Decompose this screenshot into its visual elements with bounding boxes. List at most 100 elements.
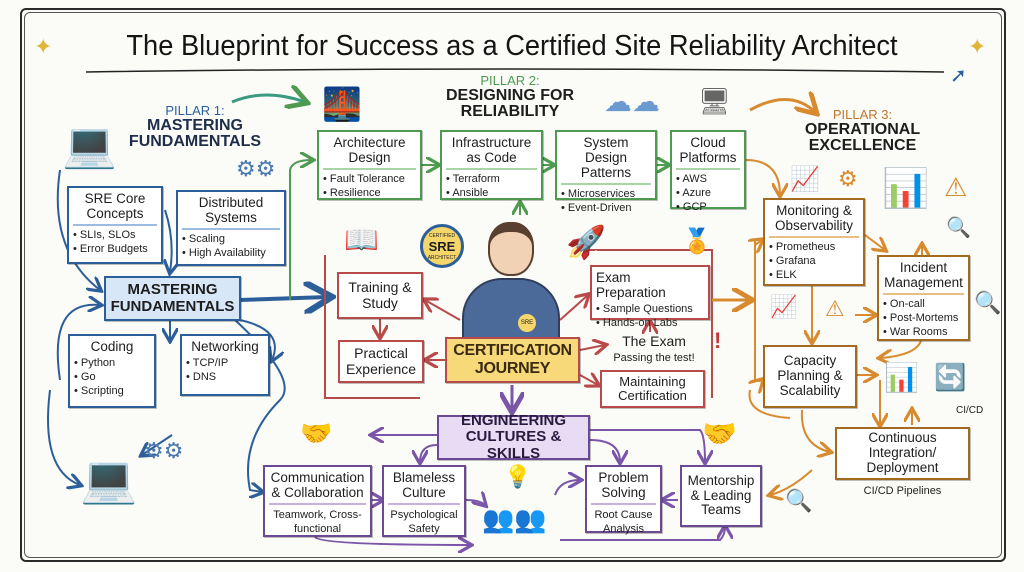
box-title: Monitoring & Observability xyxy=(769,203,859,239)
list-item: Prometheus xyxy=(769,241,859,255)
award-ribbon-icon: 🏅 xyxy=(682,228,712,255)
alert-warning-icon: ⚠ xyxy=(825,296,845,321)
cloud-platforms-box: Cloud Platforms AWSAzureGCP xyxy=(670,130,746,213)
box-title: Cloud Platforms xyxy=(676,135,740,171)
coding-box: Coding PythonGoScripting xyxy=(68,334,156,408)
page-frame xyxy=(20,8,1006,562)
gears-icon: ⚙⚙ xyxy=(236,156,276,181)
pillar1-name: MASTERING FUNDAMENTALS xyxy=(128,116,262,151)
magnifier-icon: 🔍 xyxy=(946,217,971,239)
exam-sub: Passing the test! xyxy=(613,351,695,364)
continuous-integration-box: Continuous Integration/ Deployment xyxy=(835,427,970,480)
box-title: Communication & Collaboration xyxy=(269,470,366,506)
badge-top-text: CERTIFIED xyxy=(428,233,456,239)
incident-management-box: Incident Management On-callPost-MortemsW… xyxy=(877,255,970,341)
list-item: GCP xyxy=(676,201,740,215)
trend-chart-icon: 📈 xyxy=(790,166,820,193)
list-item: Scaling xyxy=(182,233,280,247)
cicd-icon-label: CI/CD xyxy=(956,405,984,416)
engineering-cultures-hub: ENGINEERING CULTURES & SKILLS xyxy=(437,412,590,462)
laptop-icon: 💻 xyxy=(80,453,138,505)
mastering-fundamentals-hub: MASTERING FUNDAMENTALS xyxy=(104,276,241,321)
box-title: Exam Preparation xyxy=(596,270,666,301)
list-item: DNS xyxy=(186,371,264,385)
list-item: Ansible xyxy=(446,187,537,201)
team-people-icon: 👥👥 xyxy=(482,504,547,534)
list-item: On-call xyxy=(883,298,964,312)
handshake-icon: 🤝 xyxy=(702,418,737,449)
pillar3-name: OPERATIONAL EXCELLENCE xyxy=(804,120,921,155)
box-title: Distributed Systems xyxy=(182,195,280,231)
training-study-box: Training & Study xyxy=(337,272,423,319)
box-title: Blameless Culture xyxy=(388,470,460,506)
lightbulb-icon: 💡 xyxy=(504,464,532,489)
list-item: Fault Tolerance xyxy=(323,173,416,187)
certification-journey-hub: CERTIFICATION JOURNEY xyxy=(445,337,580,383)
pillar3-label: PILLAR 3: OPERATIONAL EXCELLENCE xyxy=(795,108,930,155)
magnifier-icon: 🔍 xyxy=(974,290,1002,315)
hoodie-badge: SRE xyxy=(518,314,536,332)
list-item: Hands-on Labs xyxy=(596,317,704,331)
pillar2-label: PILLAR 2: DESIGNING FOR RELIABILITY xyxy=(435,74,585,121)
box-title: Networking xyxy=(191,339,259,354)
cursor-icon: ➚ xyxy=(950,65,967,87)
list-item: War Rooms xyxy=(883,326,964,340)
box-sub: Teamwork, Cross-functional xyxy=(273,509,362,535)
box-sub: Psychological Safety xyxy=(390,509,458,535)
server-icon: 🖥 xyxy=(698,86,732,116)
rocket-icon: 🚀 xyxy=(566,224,606,260)
list-item: TCP/IP xyxy=(186,357,264,371)
list-item: ELK xyxy=(769,269,859,283)
pillar1-tag: PILLAR 1: xyxy=(165,103,225,118)
box-title: Problem Solving xyxy=(591,470,656,506)
blameless-culture-box: Blameless Culture Psychological Safety xyxy=(382,465,466,537)
cloud-icon: ☁☁ xyxy=(604,86,660,117)
pillar3-tag: PILLAR 3: xyxy=(832,107,893,122)
grafana-icon: ⚙ xyxy=(838,166,858,191)
monitoring-observability-box: Monitoring & Observability PrometheusGra… xyxy=(763,198,865,286)
list-item: Resilience xyxy=(323,187,416,201)
gears-icon: ⚙⚙ xyxy=(144,438,184,463)
bridge-icon: 🌉 xyxy=(322,86,362,122)
box-sub: Root Cause Analysis xyxy=(594,509,653,535)
list-item: Azure xyxy=(676,187,740,201)
box-title: SRE Core Concepts xyxy=(73,191,157,227)
badge-bottom-text: ARCHITECT xyxy=(427,254,457,261)
page-title: The Blueprint for Success as a Certified… xyxy=(126,30,898,62)
box-title: Infrastructure as Code xyxy=(446,135,537,171)
box-title: Architecture Design xyxy=(323,135,416,171)
cicd-pipelines-caption: CI/CD Pipelines xyxy=(863,485,942,497)
list-item: Terraform xyxy=(446,173,537,187)
star-icon: ✦ xyxy=(34,34,53,59)
list-item: Sample Questions xyxy=(596,303,704,317)
practical-experience-box: Practical Experience xyxy=(338,340,424,383)
problem-solving-box: Problem Solving Root Cause Analysis xyxy=(585,465,662,535)
box-title: Coding xyxy=(90,339,134,354)
architecture-design-box: Architecture Design Fault ToleranceResil… xyxy=(317,130,422,200)
mentorship-box: Mentorship & Leading Teams xyxy=(680,465,762,527)
capacity-planning-box: Capacity Planning & Scalability xyxy=(763,345,857,408)
laptop-icon: 💻 xyxy=(62,121,117,170)
sre-core-concepts-box: SRE Core Concepts SLIs, SLOsError Budget… xyxy=(67,186,163,264)
box-title: System Design Patterns xyxy=(561,135,651,186)
warning-icon: ⚠ xyxy=(944,172,968,202)
collaboration-people-icon: 🤝 xyxy=(300,418,333,448)
infrastructure-as-code-box: Infrastructure as Code TerraformAnsible xyxy=(440,130,543,200)
page-frame-inner xyxy=(24,12,1002,558)
distributed-systems-box: Distributed Systems ScalingHigh Availabi… xyxy=(176,190,286,266)
pillar2-tag: PILLAR 2: xyxy=(480,73,540,88)
pillar1-label: PILLAR 1: MASTERING FUNDAMENTALS xyxy=(125,104,265,151)
dashboard-chart-icon: 📊 xyxy=(882,168,930,210)
list-item: SLIs, SLOs xyxy=(73,229,157,243)
pillar2-name: DESIGNING FOR RELIABILITY xyxy=(445,86,574,121)
list-item: Python xyxy=(74,357,150,371)
exam-title: The Exam xyxy=(622,333,686,349)
cicd-loop-icon: 🔄 xyxy=(934,362,967,392)
list-item: Grafana xyxy=(769,255,859,269)
list-item: Event-Driven xyxy=(561,202,651,216)
list-item: Scripting xyxy=(74,385,150,399)
maintaining-certification-box: Maintaining Certification xyxy=(600,370,705,408)
person-illustration: SRE xyxy=(462,222,560,340)
